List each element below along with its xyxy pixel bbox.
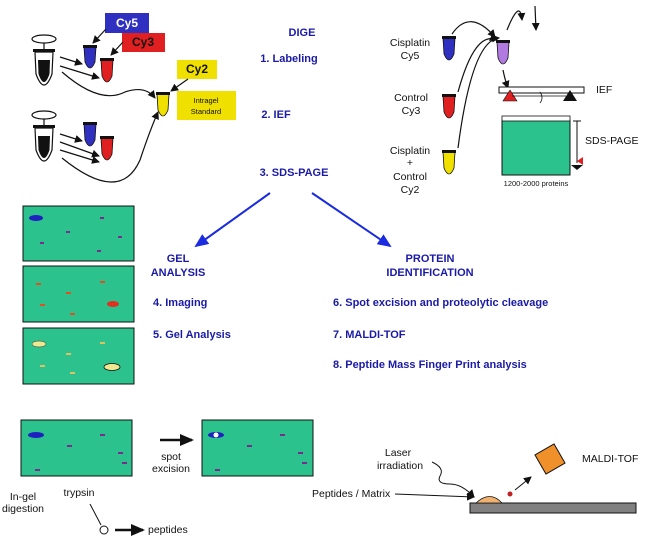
protein-id-heading-line2: IDENTIFICATION xyxy=(386,267,473,279)
sample-tube-1 xyxy=(31,34,57,86)
gel-image-3 xyxy=(22,327,135,385)
spot-excision-line1: spot xyxy=(161,451,181,463)
step-2-ief: 2. IEF xyxy=(261,109,291,121)
cy2-label: Cy2 xyxy=(186,62,208,76)
control-label-line1: Control xyxy=(394,92,428,104)
trypsin-icon xyxy=(99,525,109,535)
sample-tube-2 xyxy=(31,110,57,162)
in-gel-digestion-line1: In-gel xyxy=(10,491,36,503)
peptides-label: peptides xyxy=(148,524,188,536)
standard-label-line2: Standard xyxy=(191,107,221,116)
trypsin-label: trypsin xyxy=(64,487,95,499)
step-1-labeling: 1. Labeling xyxy=(260,53,317,65)
step-4-imaging: 4. Imaging xyxy=(153,297,207,309)
maldi-target-plate xyxy=(469,502,637,514)
standard-label-line1: Intragel xyxy=(193,96,218,105)
cy5-label: Cy5 xyxy=(116,16,138,30)
cy5-label-box: Cy5 xyxy=(105,13,149,33)
pooled-sample-tube xyxy=(496,40,510,65)
step-6-spot-excision: 6. Spot excision and proteolytic cleavag… xyxy=(333,297,548,309)
protein-count-label: 1200-2000 proteins xyxy=(504,179,569,188)
branch-arrow-right xyxy=(311,192,392,248)
sds-page-gel xyxy=(501,115,583,176)
control-cy3-tube xyxy=(442,94,456,119)
cy3-label: Cy3 xyxy=(132,35,154,49)
ionized-peptide-dot xyxy=(507,491,513,497)
gel-before-excision xyxy=(20,419,133,477)
gel-analysis-heading-line2: ANALYSIS xyxy=(151,267,206,279)
in-gel-digestion-line2: digestion xyxy=(2,503,44,515)
laser-label-line2: irradiation xyxy=(377,460,423,472)
protein-id-heading-line1: PROTEIN xyxy=(406,253,455,265)
peptides-matrix-pointer xyxy=(394,492,475,501)
spot-excision-line2: excision xyxy=(152,463,190,475)
cy3-tube-top xyxy=(100,58,114,83)
step-7-maldi-tof: 7. MALDI-TOF xyxy=(333,329,406,341)
intragel-standard-box: Intragel Standard xyxy=(177,91,236,120)
cy5-tube-top xyxy=(83,45,97,69)
dige-title: DIGE xyxy=(289,27,316,39)
cy5-tube-bottom xyxy=(83,122,97,147)
ief-label: IEF xyxy=(596,84,612,96)
labeling-arrows xyxy=(59,28,189,183)
trypsin-pointer xyxy=(89,503,102,526)
cisplatin-label-line2: Cy5 xyxy=(401,50,420,62)
cy3-label-box: Cy3 xyxy=(122,33,165,52)
maldi-detector xyxy=(534,443,566,475)
mix-label-line1: Cisplatin xyxy=(390,145,430,157)
gel-analysis-heading-line1: GEL xyxy=(167,253,190,265)
step-5-gel-analysis: 5. Gel Analysis xyxy=(153,329,231,341)
mix-label-line2: Control xyxy=(393,171,427,183)
cy3-tube-bottom xyxy=(100,136,114,161)
step-3-sds-page: 3. SDS-PAGE xyxy=(260,167,329,179)
sds-page-label: SDS-PAGE xyxy=(585,135,638,147)
ief-strip xyxy=(498,86,585,104)
mix-label-plus: + xyxy=(407,157,413,169)
peptides-matrix-label: Peptides / Matrix xyxy=(312,488,391,500)
laser-label-line1: Laser xyxy=(385,447,412,459)
step-8-pmf-analysis: 8. Peptide Mass Finger Print analysis xyxy=(333,359,527,371)
gel-image-1 xyxy=(22,205,135,262)
gel-after-excision xyxy=(201,419,314,477)
mix-cy2-tube xyxy=(442,150,456,175)
gel-image-2 xyxy=(22,265,135,323)
laser-beam xyxy=(431,461,475,498)
control-label-line2: Cy3 xyxy=(402,105,421,117)
mix-label-line3: Cy2 xyxy=(401,184,420,196)
cy2-label-box: Cy2 xyxy=(177,60,217,79)
ion-flight-arrow xyxy=(514,476,532,491)
sample-spot xyxy=(474,496,503,504)
cisplatin-label-line1: Cisplatin xyxy=(390,37,430,49)
maldi-tof-label: MALDI-TOF xyxy=(582,453,638,465)
cy2-tube-left xyxy=(156,92,170,117)
branch-arrow-left xyxy=(194,192,271,248)
cisplatin-cy5-tube xyxy=(442,36,456,61)
